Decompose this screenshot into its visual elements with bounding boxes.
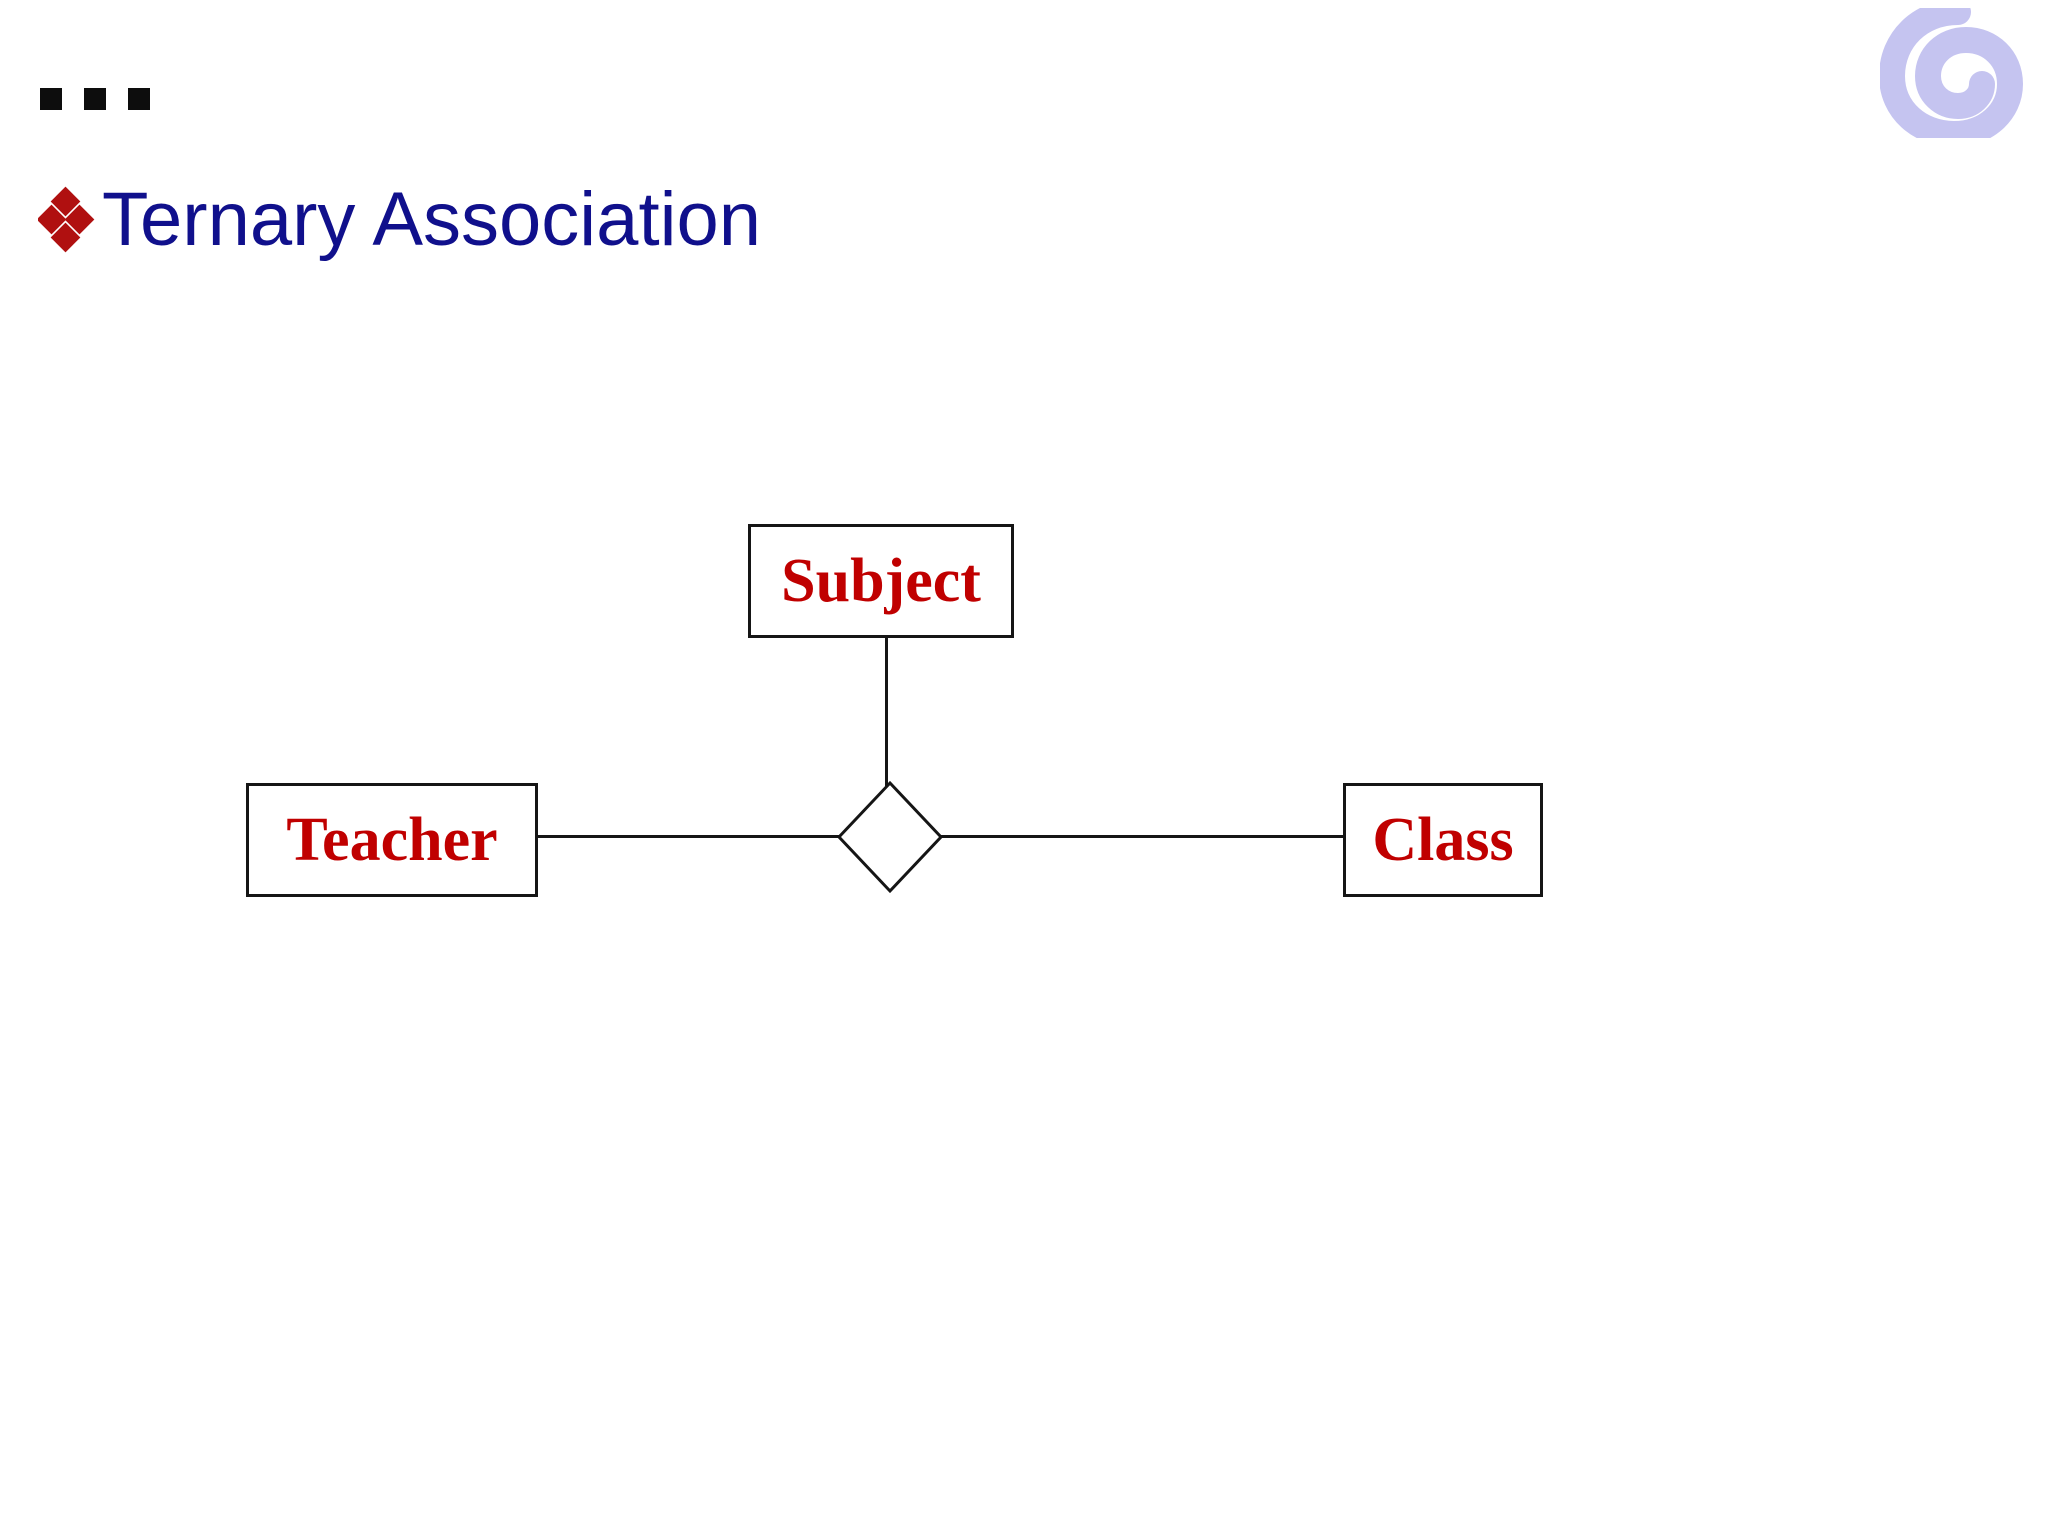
entity-label-class: Class [1372,806,1514,874]
slide-title-row: Ternary Association [38,182,761,258]
connector-teacher-to-relationship [537,835,842,838]
page-title: Ternary Association [102,177,761,262]
entity-label-subject: Subject [781,547,981,615]
entity-label-teacher: Teacher [286,806,498,874]
entity-box-class[interactable]: Class [1343,783,1543,897]
entity-box-subject[interactable]: Subject [748,524,1014,638]
connector-relationship-to-class [936,835,1351,838]
ellipsis-dot [84,88,106,110]
entity-box-teacher[interactable]: Teacher [246,783,538,897]
connector-subject-to-relationship [885,637,888,787]
ellipsis-dot [128,88,150,110]
ellipsis-dot [40,88,62,110]
diamond-cluster-bullet-icon [38,186,95,253]
continuation-ellipsis [40,88,150,110]
relationship-diamond[interactable] [836,780,944,894]
